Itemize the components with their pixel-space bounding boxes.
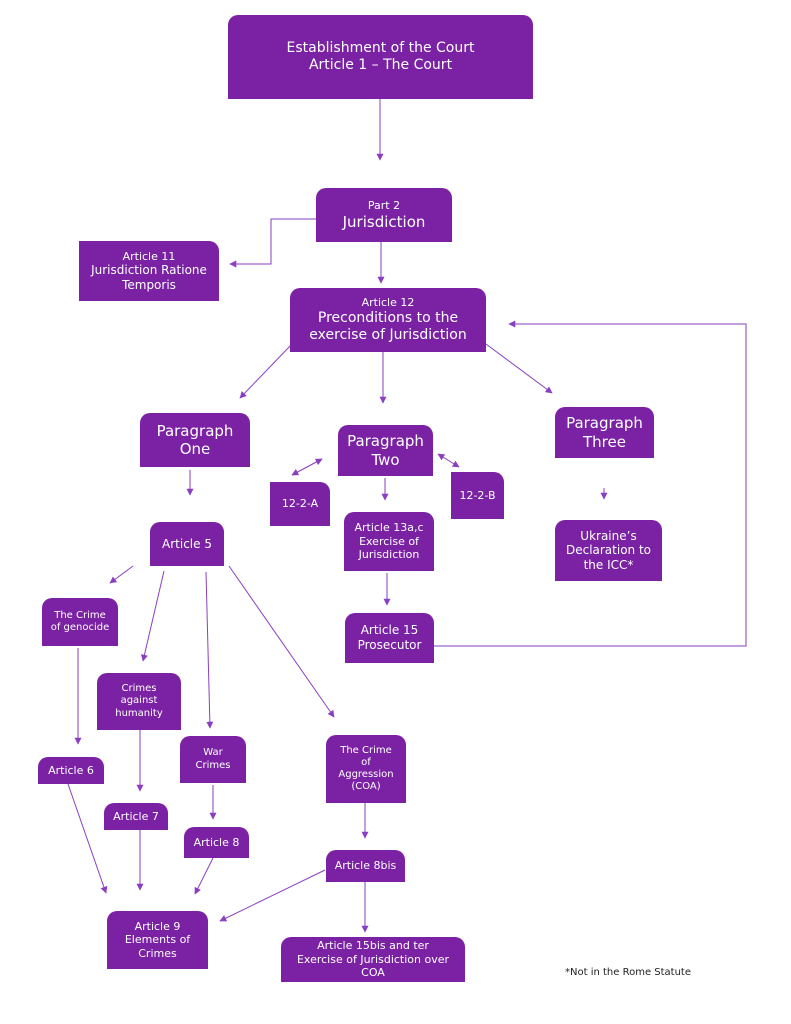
article-12-2-a-label: 12-2-A — [281, 497, 319, 511]
article15-line2: Prosecutor — [357, 638, 422, 652]
article15-box: Article 15 Prosecutor — [345, 613, 434, 663]
article12-line1: Article 12 — [361, 296, 415, 310]
war-crimes-line2: Crimes — [195, 759, 231, 771]
arrow-paragraph-two-to-12-2-b — [437, 453, 460, 468]
arrow-article5-to-war-crimes — [205, 571, 214, 729]
paragraph-three-line2: Three — [583, 432, 626, 451]
article-12-2-b-box: 12-2-B — [451, 472, 504, 519]
article13-line2: Exercise of — [359, 534, 419, 548]
paragraph-two-line2: Two — [371, 450, 400, 469]
humanity-line2: against — [120, 695, 158, 707]
humanity-line3: humanity — [115, 707, 163, 719]
aggression-line2: of — [361, 756, 371, 768]
establishment-line2: Article 1 – The Court — [308, 57, 453, 73]
arrow-article12-to-paragraph-one — [239, 343, 293, 399]
article15bis-box: Article 15bis and ter Exercise of Jurisd… — [281, 937, 465, 982]
article15bis-line1: Article 15bis and ter — [317, 939, 429, 953]
ukraine-line3: the ICC* — [583, 557, 634, 572]
war-crimes-line1: War — [203, 747, 223, 759]
article13-line1: Article 13a,c — [354, 521, 424, 535]
war-crimes-box: War Crimes — [180, 736, 246, 783]
paragraph-two-line1: Paragraph — [347, 432, 424, 451]
article-12-2-b-label: 12-2-B — [459, 488, 496, 502]
article8bis-label: Article 8bis — [334, 859, 397, 873]
aggression-line3: Aggression — [338, 769, 394, 780]
paragraph-two-box: Paragraph Two — [338, 425, 433, 476]
arrow-article6-to-article9 — [67, 783, 108, 894]
article6-box: Article 6 — [38, 757, 104, 784]
paragraph-one-box: Paragraph One — [140, 413, 250, 467]
article8-label: Article 8 — [193, 835, 240, 849]
article9-line2: Elements of — [124, 933, 191, 947]
genocide-line1: The Crime — [54, 609, 106, 621]
aggression-line1: The Crime — [340, 744, 392, 756]
paragraph-three-line1: Paragraph — [566, 414, 643, 433]
article8bis-box: Article 8bis — [326, 850, 405, 882]
arrow-article5-to-aggression — [228, 565, 335, 718]
article-12-2-a-box: 12-2-A — [270, 482, 330, 526]
article11-box: Article 11 Jurisdiction Ratione Temporis — [79, 241, 219, 301]
arrow-article8-to-article9 — [194, 857, 214, 895]
article7-box: Article 7 — [104, 803, 168, 830]
arrow-article15-back-to-article12 — [434, 320, 747, 647]
article9-line3: Crimes — [138, 946, 177, 960]
article5-label: Article 5 — [162, 536, 212, 551]
genocide-box: The Crime of genocide — [42, 598, 118, 646]
arrow-article12-to-paragraph-three — [485, 343, 553, 394]
arrow-part2-to-article11 — [229, 218, 316, 268]
article12-box: Article 12 Preconditions to the exercise… — [290, 288, 486, 352]
genocide-line2: of genocide — [50, 622, 110, 633]
article6-label: Article 6 — [48, 763, 94, 777]
paragraph-one-line2: One — [179, 440, 211, 458]
article7-label: Article 7 — [113, 809, 159, 823]
article9-line1: Article 9 — [134, 919, 181, 933]
establishment-box: Establishment of the Court Article 1 – T… — [228, 15, 533, 99]
part2-line1: Part 2 — [367, 199, 401, 213]
aggression-line4: (COA) — [351, 781, 381, 793]
article15-line1: Article 15 — [360, 623, 419, 638]
paragraph-three-box: Paragraph Three — [555, 407, 654, 458]
footnote: *Not in the Rome Statute — [565, 967, 692, 978]
article11-line1: Article 11 — [122, 249, 176, 263]
humanity-box: Crimes against humanity — [97, 673, 181, 730]
part2-line2: Jurisdiction — [342, 212, 426, 231]
article13-line3: Jurisdiction — [358, 548, 420, 562]
ukraine-line2: Declaration to — [565, 543, 652, 558]
ukraine-box: Ukraine’s Declaration to the ICC* — [555, 520, 662, 581]
arrow-article8bis-to-article9 — [219, 869, 326, 922]
paragraph-one-line1: Paragraph — [156, 421, 234, 440]
article5-box: Article 5 — [150, 522, 224, 566]
article15bis-line2: Exercise of Jurisdiction over COA — [296, 952, 450, 980]
arrow-paragraph-two-to-12-2-a — [291, 458, 323, 476]
article11-line3: Temporis — [122, 277, 176, 292]
establishment-line1: Establishment of the Court — [286, 39, 475, 56]
article12-line3: exercise of Jurisdiction — [309, 326, 467, 343]
humanity-line1: Crimes — [121, 683, 157, 695]
article9-box: Article 9 Elements of Crimes — [107, 911, 208, 969]
article12-line2: Preconditions to the — [317, 309, 459, 326]
article13-box: Article 13a,c Exercise of Jurisdiction — [344, 512, 434, 571]
part2-box: Part 2 Jurisdiction — [316, 188, 452, 242]
article11-line2: Jurisdiction Ratione — [91, 263, 207, 278]
aggression-box: The Crime of Aggression (COA) — [326, 735, 406, 803]
arrow-article5-to-humanity — [141, 570, 165, 662]
ukraine-line1: Ukraine’s — [580, 528, 637, 543]
arrow-article5-to-genocide — [109, 565, 134, 584]
article8-box: Article 8 — [184, 827, 249, 858]
